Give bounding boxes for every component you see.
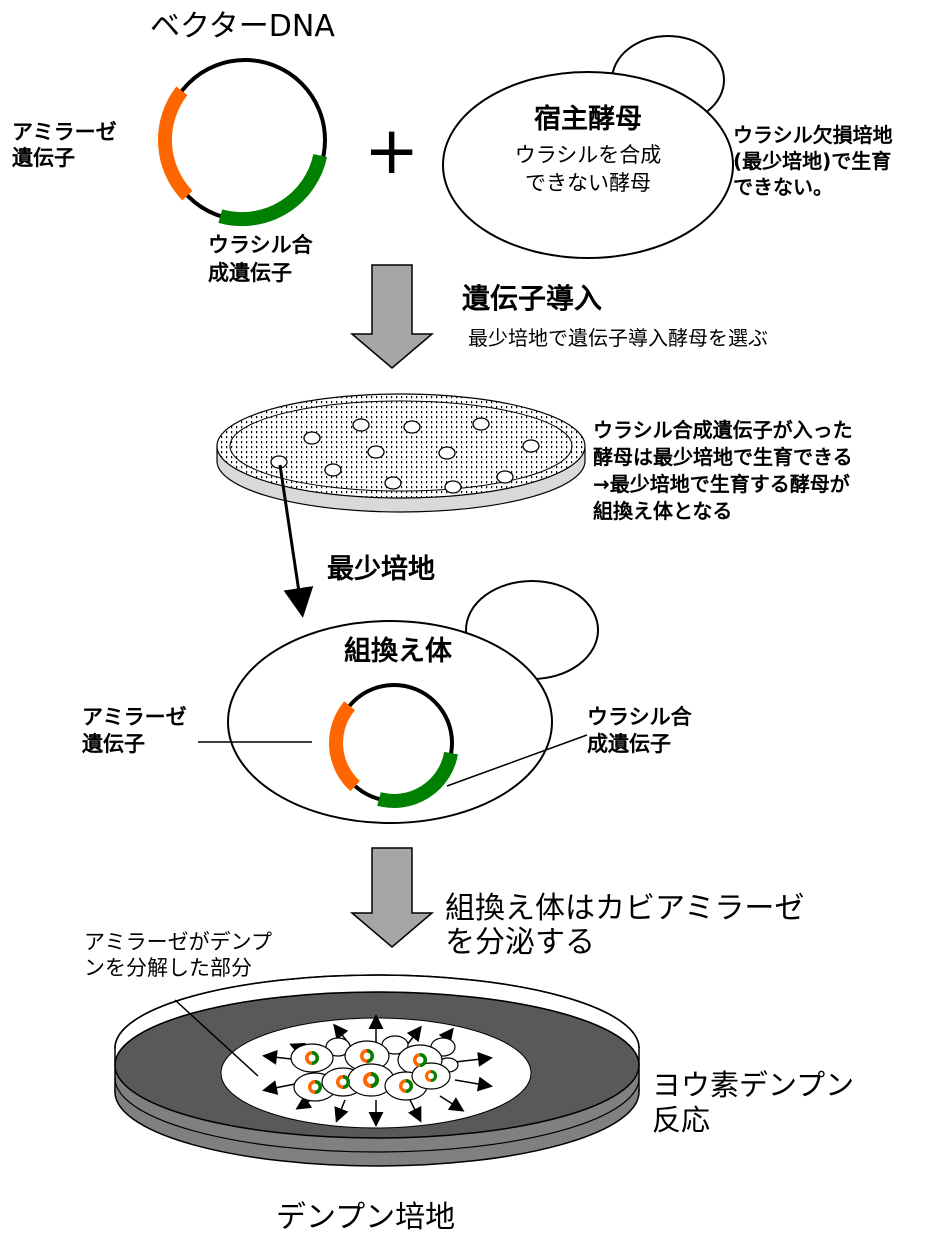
amylase-gene-label-2: 遺伝子 <box>12 146 75 170</box>
step1-arrow <box>349 264 435 369</box>
vector-plasmid <box>158 58 328 227</box>
plate1-label: 最少培地 <box>327 554 435 585</box>
clear-zone-note-1: アミラーゼがデンプ <box>84 930 272 954</box>
vector-dna-title: ベクターDNA <box>150 9 335 44</box>
host-yeast-desc-1: ウラシルを合成 <box>515 143 662 167</box>
host-yeast-desc-2: できない酵母 <box>525 171 651 195</box>
uracil-gene-label-1: ウラシル合 <box>208 233 314 257</box>
clear-zone-pointer <box>174 999 259 1077</box>
step1-title: 遺伝子導入 <box>462 282 602 315</box>
step2-title-1: 組換え体はカビアミラーゼ <box>445 891 804 926</box>
amylase-gene-segment <box>158 86 193 201</box>
minimal-medium-plate <box>216 393 586 513</box>
amylase-gene-label-1: アミラーゼ <box>12 120 117 144</box>
recombinant-amylase-label-1: アミラーゼ <box>82 705 187 729</box>
step2-title-2: を分泌する <box>445 925 595 960</box>
recombinant-amylase-label-2: 遺伝子 <box>82 732 145 756</box>
iodine-reaction-label-2: 反応 <box>652 1103 710 1137</box>
recombinant-yeast-cell <box>227 580 599 824</box>
side-note-3: できない。 <box>733 175 833 199</box>
uracil-gene-label-2: 成遺伝子 <box>208 261 292 285</box>
recombinant-plasmid <box>329 683 458 808</box>
host-yeast-title: 宿主酵母 <box>534 103 642 135</box>
recombinant-uracil-label-1: ウラシル合 <box>587 705 693 729</box>
uracil-gene-segment <box>218 153 328 227</box>
colony-pick-arrow <box>278 464 314 618</box>
side-note-2: (最少培地)で生育 <box>733 149 891 173</box>
uracil-pointer-line <box>446 734 588 787</box>
plate1-note-4: 組換え体となる <box>593 499 732 523</box>
recombinant-uracil-label-2: 成遺伝子 <box>587 732 671 756</box>
step1-desc: 最少培地で遺伝子導入酵母を選ぶ <box>468 326 768 350</box>
recombinant-uracil-segment <box>377 751 458 808</box>
clear-zone-note-2: ンを分解した部分 <box>84 956 252 980</box>
yeast-colonies <box>270 417 540 494</box>
side-note-1: ウラシル欠損培地 <box>733 123 893 147</box>
plate1-note-1: ウラシル合成遺伝子が入った <box>593 418 853 442</box>
iodine-reaction-label-1: ヨウ素デンプン <box>652 1068 854 1102</box>
plate1-note-3: →最少培地で生育する酵母が <box>593 472 850 496</box>
yeast-cluster <box>290 1035 459 1102</box>
recombinant-title: 組換え体 <box>344 635 453 667</box>
step2-arrow <box>349 847 435 948</box>
starch-medium-label: デンプン培地 <box>276 1200 455 1235</box>
plus-sign: + <box>364 112 419 189</box>
host-yeast-cell <box>442 35 734 259</box>
plate1-note-2: 酵母は最少培地で生育できる <box>593 445 853 469</box>
recombinant-amylase-segment <box>329 701 361 792</box>
